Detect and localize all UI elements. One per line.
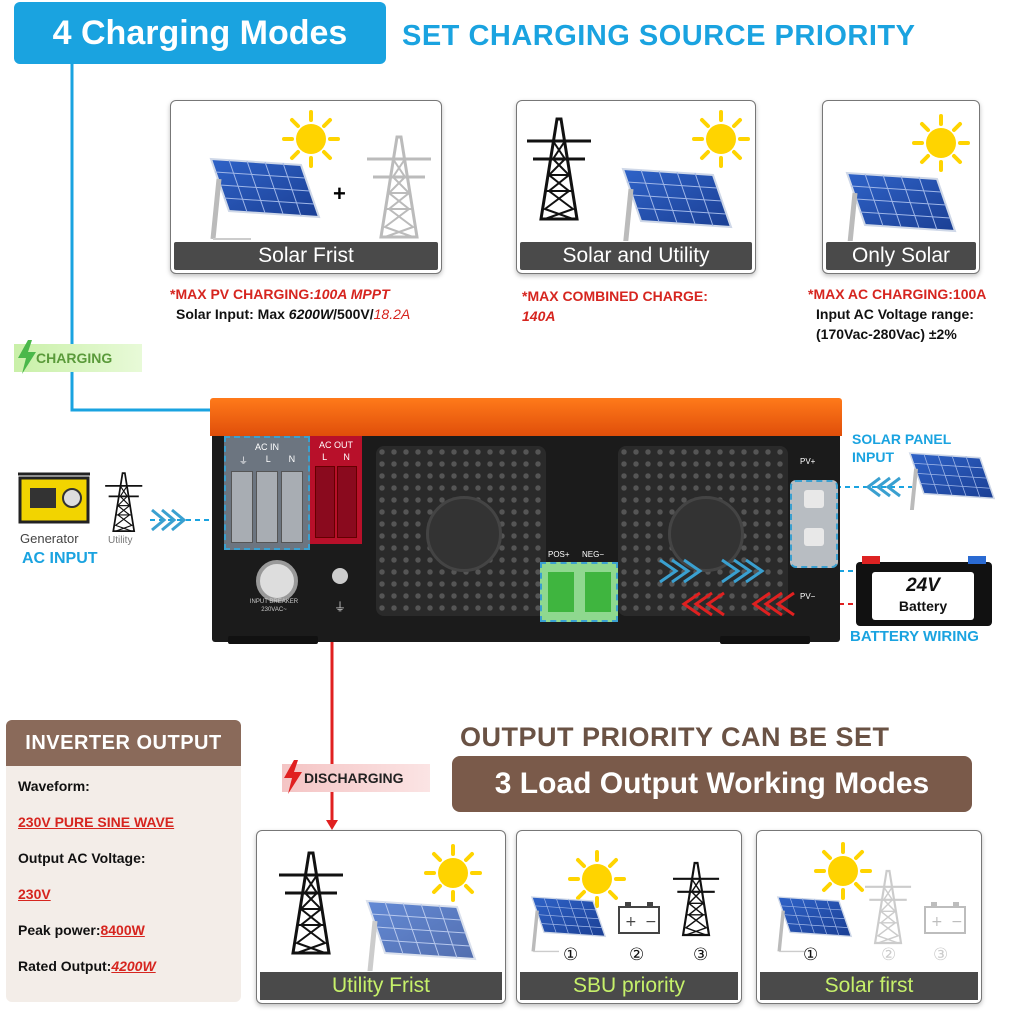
solar-panel-input-icon — [907, 451, 996, 510]
step-3: ③ — [933, 945, 949, 964]
terminal-screw — [332, 568, 348, 584]
mode-card-only-solar: Only Solar — [822, 100, 980, 274]
generator-label: Generator — [20, 531, 79, 546]
mode-label: Solar and Utility — [520, 242, 752, 270]
plus-sign: + — [333, 181, 346, 206]
output-card-sbu-priority: ① ② ③ SBU priority — [516, 830, 742, 1004]
battery-24v-icon: 24V Battery — [856, 556, 992, 626]
utility-first-illustration — [277, 844, 482, 971]
ac-input-label: AC INPUT — [22, 550, 98, 567]
ground-icon: ⏚ — [238, 456, 248, 466]
cooling-fan-right — [618, 446, 788, 616]
pv-terminal — [790, 480, 838, 568]
utility-label: Utility — [108, 535, 133, 546]
step-1: ① — [563, 945, 579, 964]
mode-label: Only Solar — [826, 242, 976, 270]
pos-label: POS+ — [548, 550, 570, 559]
utility-tower-icon — [277, 851, 345, 955]
rated-output-row: Rated Output:4200W — [18, 958, 156, 974]
inverter-output-spec-box: INVERTER OUTPUT Waveform: 230V PURE SINE… — [6, 720, 241, 1002]
solar-panel-icon — [367, 901, 475, 971]
battery-icon — [618, 901, 660, 934]
sun-icon — [814, 842, 872, 900]
generator-icon — [18, 472, 90, 524]
voltage-label: Output AC Voltage: — [18, 850, 146, 866]
waveform-value: 230V PURE SINE WAVE — [18, 814, 175, 830]
only-solar-note: *MAX AC CHARGING:100A Input AC Voltage r… — [808, 286, 987, 342]
waveform-label: Waveform: — [18, 778, 90, 794]
pv-minus-label: PV− — [800, 592, 816, 601]
load-output-modes-badge: 3 Load Output Working Modes — [452, 756, 972, 812]
step-2: ② — [881, 945, 897, 964]
peak-power-row: Peak power:8400W — [18, 922, 145, 938]
step-3: ③ — [693, 945, 709, 964]
input-breaker-knob — [256, 560, 298, 602]
lightning-icon — [284, 760, 302, 794]
battery-wiring-label: BATTERY WIRING — [850, 628, 979, 645]
inverter-foot — [228, 636, 318, 644]
mode-label: Solar Frist — [174, 242, 438, 270]
battery-icon — [924, 901, 966, 934]
utility-tower-icon — [671, 861, 721, 937]
solar-panel-icon — [530, 895, 607, 954]
inverter-top-cover — [210, 398, 842, 436]
output-card-utility-first: Utility Frist — [256, 830, 506, 1004]
mode-card-solar-utility: Solar and Utility — [516, 100, 756, 274]
sun-icon — [568, 850, 626, 908]
utility-tower-icon — [863, 869, 913, 945]
step-1: ① — [803, 945, 819, 964]
output-mode-label: SBU priority — [520, 972, 738, 1000]
charging-modes-badge: 4 Charging Modes — [14, 2, 386, 64]
voltage-value: 230V — [18, 886, 51, 902]
mode-card-solar-first: + Solar Frist — [170, 100, 442, 274]
solar-first-note: *MAX PV CHARGING:100A MPPT Solar Input: … — [170, 286, 411, 322]
neg-label: NEG− — [582, 550, 605, 559]
inverter-foot — [720, 636, 810, 644]
solar-panel-icon — [776, 895, 853, 954]
charging-tag: CHARGING — [14, 340, 142, 374]
spec-heading: INVERTER OUTPUT — [6, 720, 241, 766]
lightning-icon — [18, 340, 36, 374]
output-mode-label: Utility Frist — [260, 972, 502, 1000]
output-mode-label: Solar first — [760, 972, 978, 1000]
battery-terminal — [540, 562, 618, 622]
charging-priority-subtitle: SET CHARGING SOURCE PRIORITY — [402, 20, 916, 52]
sun-icon — [424, 844, 482, 902]
output-priority-heading: OUTPUT PRIORITY CAN BE SET — [460, 722, 890, 752]
step-2: ② — [629, 945, 645, 964]
ground-symbol-icon: ⏚ — [334, 600, 347, 614]
utility-tower-small-icon — [104, 472, 144, 532]
pv-plus-label: PV+ — [800, 457, 816, 466]
solar-utility-note: *MAX COMBINED CHARGE: 140A — [522, 288, 708, 324]
output-card-solar-first: ① ② ③ Solar first — [756, 830, 982, 1004]
discharging-tag: DISCHARGING — [282, 760, 430, 794]
cooling-fan-left — [376, 446, 546, 616]
